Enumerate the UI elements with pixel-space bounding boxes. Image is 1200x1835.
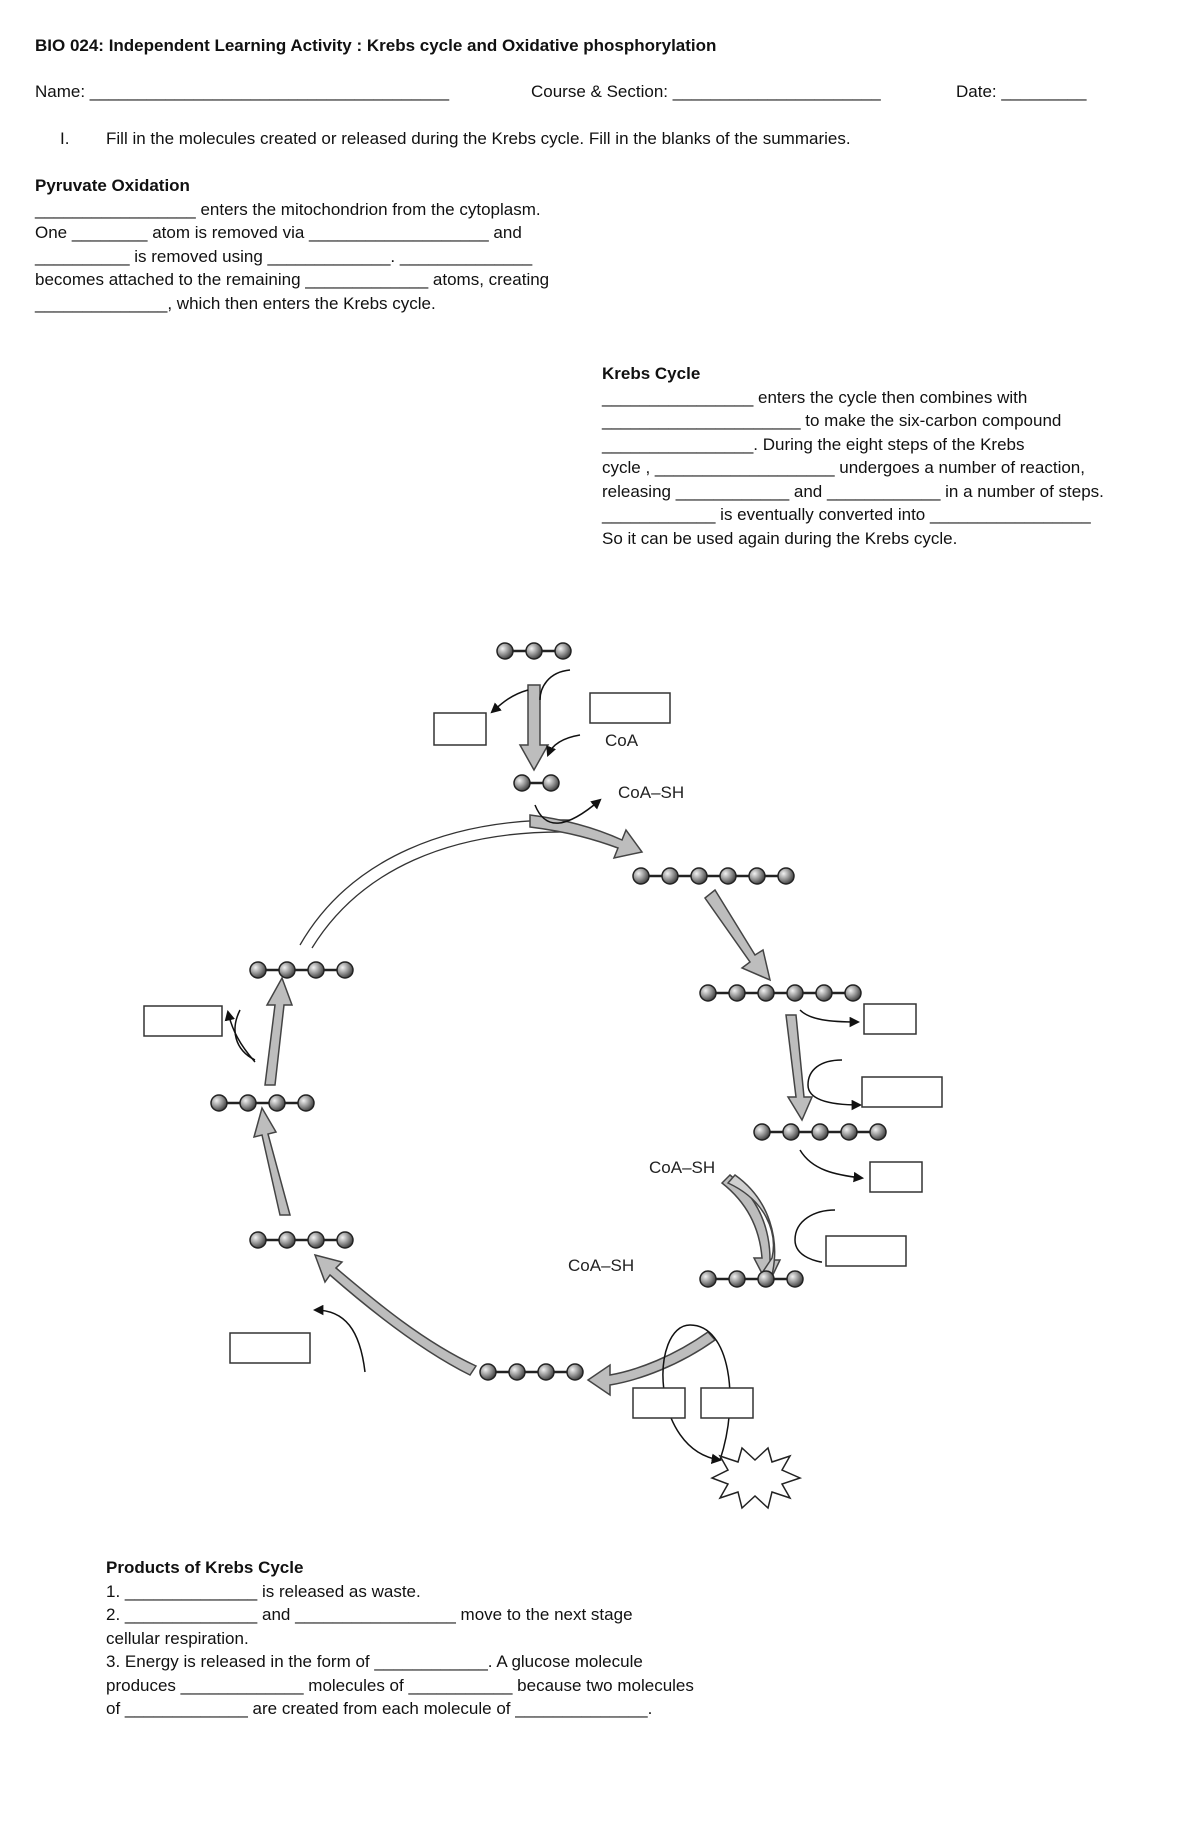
krebs-line[interactable]: ____________ is eventually converted int… [602,505,1091,524]
products-line: cellular respiration. [106,1628,249,1648]
products-line[interactable]: of _____________ are created from each m… [106,1699,653,1718]
pyruvate-line[interactable]: becomes attached to the remaining ______… [35,270,550,289]
carbon-atom [728,1270,746,1288]
pyruvate-oxidation-section: Pyruvate Oxidation _________________ ent… [35,174,549,315]
carbon-atom [840,1123,858,1141]
carbon-atom [278,1231,296,1249]
carbon-atom [728,984,746,1002]
carbon-atom [566,1363,584,1381]
carbon-atom [786,984,804,1002]
answer-box-left-1[interactable] [143,1005,223,1037]
instruction-text: Fill in the molecules created or release… [106,129,851,148]
answer-box-co2-top[interactable] [433,712,487,746]
carbon-atom [278,961,296,979]
krebs-line[interactable]: ________________. During the eight steps… [602,434,1025,454]
carbon-atom [249,961,267,979]
answer-box-right-3[interactable] [869,1161,923,1193]
carbon-atom [210,1094,228,1112]
answer-boxes [143,692,943,1419]
carbon-chains [210,642,887,1381]
carbon-atom [336,961,354,979]
carbon-atom [307,1231,325,1249]
worksheet-title: BIO 024: Independent Learning Activity :… [35,36,717,55]
products-line[interactable]: 1. ______________ is released as waste. [106,1581,421,1601]
carbon-atom [753,1123,771,1141]
name-field[interactable]: Name: __________________________________… [35,82,450,101]
carbon-atom [542,774,560,792]
carbon-atom [699,1270,717,1288]
carbon-atom [479,1363,497,1381]
products-section: Products of Krebs Cycle 1. _____________… [106,1556,694,1721]
pyruvate-line[interactable]: ______________, which then enters the Kr… [35,293,436,313]
answer-box-bottom-1[interactable] [632,1387,686,1419]
carbon-atom [844,984,862,1002]
carbon-atom [632,867,650,885]
coa-sh-right-label: CoA–SH [649,1158,715,1177]
carbon-atom [786,1270,804,1288]
carbon-atom [307,961,325,979]
carbon-atom [268,1094,286,1112]
carbon-atom [496,642,514,660]
pyruvate-line[interactable]: _________________ enters the mitochondri… [35,199,541,219]
carbon-atom [508,1363,526,1381]
coa-sh-bottom-label: CoA–SH [568,1256,634,1275]
instruction-number: I. [60,129,70,148]
carbon-atom [297,1094,315,1112]
answer-box-nadh-top[interactable] [589,692,671,724]
coa-label: CoA [605,731,639,750]
carbon-atom [869,1123,887,1141]
krebs-line[interactable]: releasing ____________ and ____________ … [602,481,1104,501]
carbon-atom [757,984,775,1002]
products-line[interactable]: 2. ______________ and _________________ … [106,1605,633,1624]
krebs-cycle-section: Krebs Cycle ________________ enters the … [602,362,1104,550]
carbon-atom [513,774,531,792]
krebs-heading: Krebs Cycle [602,364,701,383]
date-field[interactable]: Date: _________ [956,82,1087,101]
answer-box-left-2[interactable] [229,1332,311,1364]
carbon-atom [815,984,833,1002]
carbon-atom [757,1270,775,1288]
pyruvate-heading: Pyruvate Oxidation [35,176,190,195]
carbon-atom [537,1363,555,1381]
carbon-atom [782,1123,800,1141]
carbon-atom [661,867,679,885]
carbon-atom [525,642,543,660]
krebs-line[interactable]: _____________________ to make the six-ca… [602,411,1062,430]
starburst-icon [710,1446,803,1510]
products-heading: Products of Krebs Cycle [106,1558,304,1577]
carbon-atom [719,867,737,885]
carbon-atom [690,867,708,885]
pyruvate-line[interactable]: One ________ atom is removed via _______… [35,223,522,242]
carbon-atom [554,642,572,660]
cycle-arrows [252,684,814,1397]
carbon-atom [699,984,717,1002]
answer-box-right-2[interactable] [861,1076,943,1108]
answer-box-right-4[interactable] [825,1235,907,1267]
carbon-atom [748,867,766,885]
products-line[interactable]: produces _____________ molecules of ____… [106,1675,694,1695]
course-section-field[interactable]: Course & Section: ______________________ [531,82,881,101]
krebs-line[interactable]: cycle , ___________________ undergoes a … [602,458,1085,477]
pyruvate-line[interactable]: __________ is removed using ____________… [35,246,533,266]
carbon-atom [239,1094,257,1112]
answer-box-right-1[interactable] [863,1003,917,1035]
answer-box-bottom-2[interactable] [700,1387,754,1419]
krebs-line: So it can be used again during the Krebs… [602,528,958,548]
products-line[interactable]: 3. Energy is released in the form of ___… [106,1652,643,1671]
carbon-atom [777,867,795,885]
coa-sh-top-label: CoA–SH [618,783,684,802]
carbon-atom [811,1123,829,1141]
carbon-atom [249,1231,267,1249]
carbon-atom [336,1231,354,1249]
krebs-line[interactable]: ________________ enters the cycle then c… [602,387,1028,407]
